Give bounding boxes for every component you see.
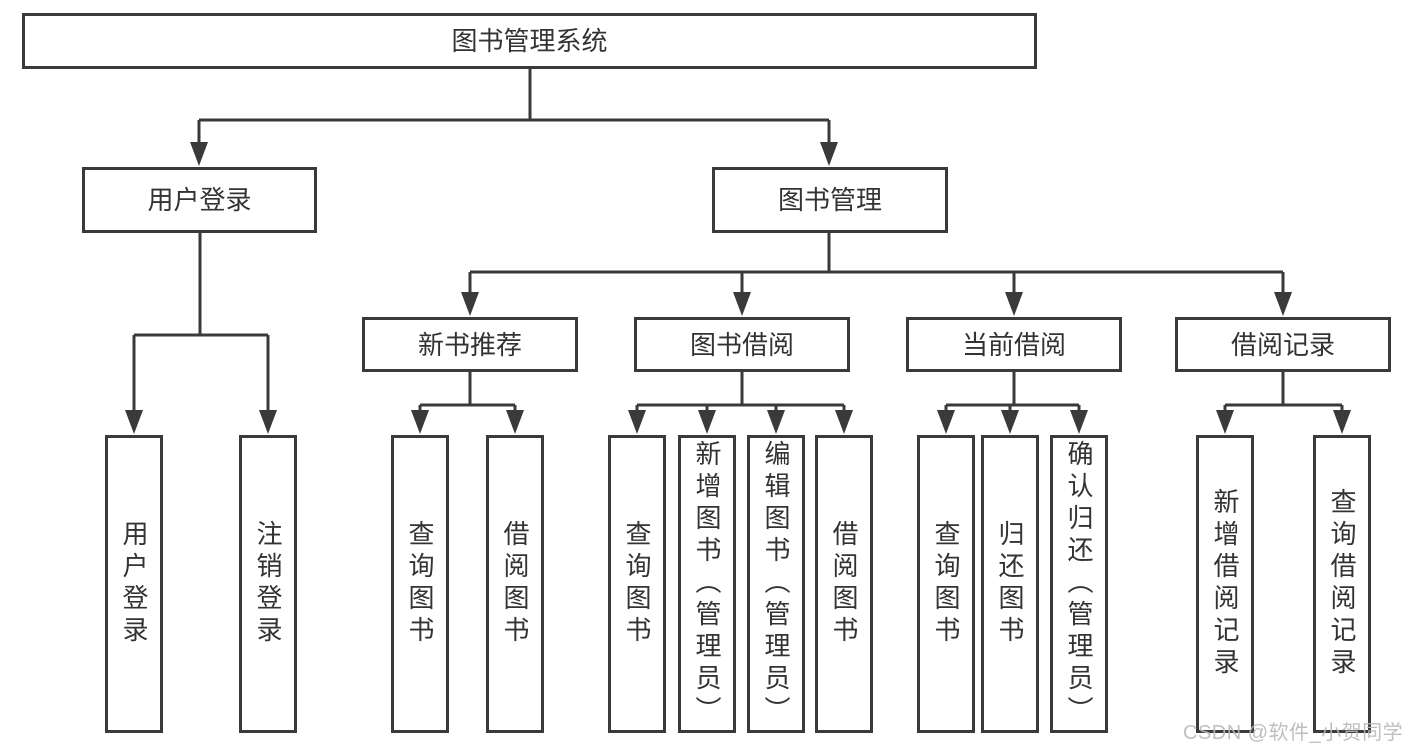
- leaf-edit-book-admin: 编辑图书（管理员）: [747, 435, 805, 733]
- node-label: 用户登录: [147, 185, 252, 215]
- leaf-query-books-current: 查询图书: [917, 435, 975, 733]
- leaf-logout: 注销登录: [239, 435, 297, 733]
- leaf-label: 确认归还（管理员）: [1064, 440, 1094, 728]
- arrow-down-icon: [733, 292, 751, 316]
- node-user-login-branch: 用户登录: [82, 167, 317, 233]
- arrow-down-icon: [698, 410, 716, 434]
- node-label: 图书管理: [777, 185, 882, 215]
- arrow-down-icon: [937, 410, 955, 434]
- watermark: CSDN @软件_小贺同学: [1183, 722, 1404, 744]
- leaf-borrow-books-borrowing: 借阅图书: [815, 435, 873, 733]
- arrow-down-icon: [1070, 410, 1088, 434]
- leaf-label: 查询图书: [622, 520, 652, 648]
- node-label: 新书推荐: [417, 329, 522, 360]
- leaf-user-login: 用户登录: [105, 435, 163, 733]
- node-new-book-recommendation: 新书推荐: [362, 317, 578, 372]
- arrow-down-icon: [1333, 410, 1351, 434]
- node-label: 图书管理系统: [451, 26, 608, 56]
- leaf-label: 查询图书: [931, 520, 961, 648]
- leaf-label: 查询借阅记录: [1327, 488, 1357, 680]
- node-current-borrowing: 当前借阅: [906, 317, 1122, 372]
- leaf-label: 借阅图书: [829, 520, 859, 648]
- leaf-label: 新增图书（管理员）: [692, 440, 722, 728]
- arrow-down-icon: [628, 410, 646, 434]
- node-book-borrowing: 图书借阅: [634, 317, 850, 372]
- arrow-down-icon: [411, 410, 429, 434]
- node-book-management-branch: 图书管理: [712, 167, 948, 233]
- arrow-down-icon: [461, 292, 479, 316]
- node-label: 图书借阅: [689, 329, 794, 360]
- arrow-down-icon: [190, 142, 208, 166]
- arrow-down-icon: [1216, 410, 1234, 434]
- leaf-label: 注销登录: [253, 520, 283, 648]
- arrow-down-icon: [767, 410, 785, 434]
- node-borrowing-records: 借阅记录: [1175, 317, 1391, 372]
- leaf-add-borrow-record: 新增借阅记录: [1196, 435, 1254, 733]
- arrow-down-icon: [1005, 292, 1023, 316]
- leaf-label: 编辑图书（管理员）: [761, 440, 791, 728]
- arrowheads: [125, 142, 1351, 434]
- arrow-down-icon: [835, 410, 853, 434]
- leaf-add-book-admin: 新增图书（管理员）: [678, 435, 736, 733]
- leaf-query-borrow-record: 查询借阅记录: [1313, 435, 1371, 733]
- leaf-label: 归还图书: [995, 520, 1025, 648]
- leaf-query-books-recommend: 查询图书: [391, 435, 449, 733]
- arrow-down-icon: [820, 142, 838, 166]
- leaf-confirm-return-admin: 确认归还（管理员）: [1050, 435, 1108, 733]
- leaf-query-books-borrowing: 查询图书: [608, 435, 666, 733]
- tree-edges: [132, 69, 1344, 414]
- leaf-label: 用户登录: [119, 520, 149, 648]
- leaf-label: 查询图书: [405, 520, 435, 648]
- arrow-down-icon: [1274, 292, 1292, 316]
- arrow-down-icon: [125, 410, 143, 434]
- node-label: 借阅记录: [1230, 329, 1335, 360]
- node-label: 当前借阅: [961, 329, 1066, 360]
- arrow-down-icon: [1001, 410, 1019, 434]
- leaf-label: 新增借阅记录: [1210, 488, 1240, 680]
- arrow-down-icon: [259, 410, 277, 434]
- leaf-return-books: 归还图书: [981, 435, 1039, 733]
- node-library-management-system: 图书管理系统: [22, 13, 1037, 69]
- arrow-down-icon: [506, 410, 524, 434]
- leaf-label: 借阅图书: [500, 520, 530, 648]
- leaf-borrow-books-recommend: 借阅图书: [486, 435, 544, 733]
